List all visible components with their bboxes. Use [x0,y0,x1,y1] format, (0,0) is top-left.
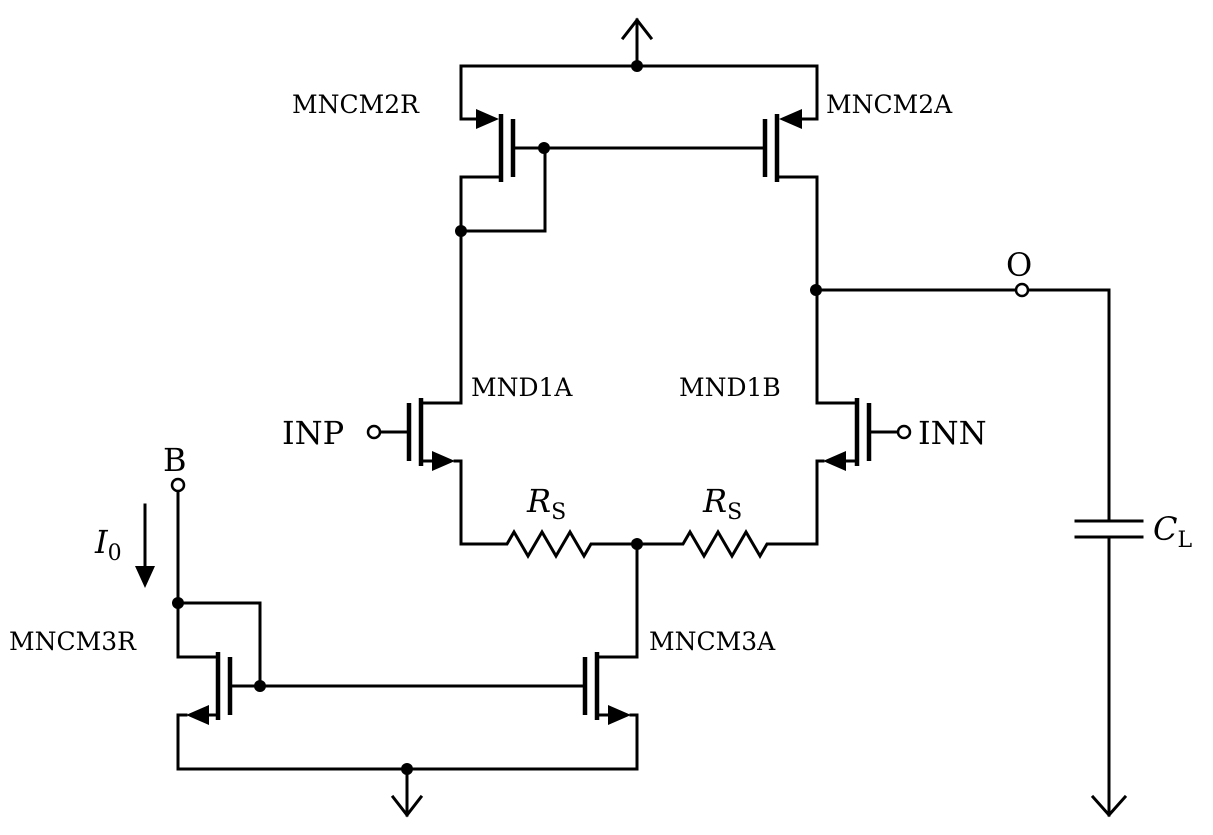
label-mncm3a: MNCM3A [649,627,776,656]
resistor-left [459,529,639,559]
port-inn-terminal[interactable] [896,424,912,440]
label-port-inp: INP [282,414,344,452]
resistor-right-subscript: S [727,500,742,525]
supply-rail [459,60,819,121]
capacitor-subscript: L [1177,528,1192,553]
port-o-terminal[interactable] [1014,282,1030,298]
transistor-mncm3r [176,652,233,771]
capacitor-symbol: C [1153,510,1177,548]
label-mncm2a: MNCM2A [826,90,953,119]
label-capacitor: CL [1153,510,1192,553]
label-mncm2r: MNCM2R [292,90,420,119]
ground-rail [176,763,639,818]
transistor-mncm2a [762,109,819,292]
label-mnd1a: MND1A [471,373,573,402]
label-resistor-left: RS [526,482,566,525]
label-port-inn: INN [918,414,987,452]
resistor-right-symbol: R [702,482,727,520]
current-symbol: I [94,523,109,561]
current-subscript: 0 [108,541,122,566]
port-inp-terminal[interactable] [366,424,382,440]
transistor-mncm3a [582,652,639,771]
transistor-mncm2r [459,109,547,233]
resistor-left-symbol: R [526,482,551,520]
mirror-gate-line-bottom [228,680,587,692]
transistor-mnd1a [378,229,463,546]
transistor-mnd1b [815,288,900,546]
label-mnd1b: MND1B [679,373,781,402]
label-port-o: O [1006,246,1032,284]
label-resistor-right: RS [702,482,742,525]
load-capacitor [1074,519,1144,818]
port-b-terminal[interactable] [170,477,186,493]
resistor-right [635,529,819,559]
output-wire [810,284,1111,523]
current-arrow [135,503,155,588]
supply-symbol [620,17,654,68]
resistor-left-subscript: S [551,500,566,525]
label-current: I0 [94,523,122,566]
label-mncm3r: MNCM3R [9,627,137,656]
mirror-gate-line-top [455,142,766,237]
label-port-b: B [163,441,187,479]
bias-wire [172,490,262,688]
